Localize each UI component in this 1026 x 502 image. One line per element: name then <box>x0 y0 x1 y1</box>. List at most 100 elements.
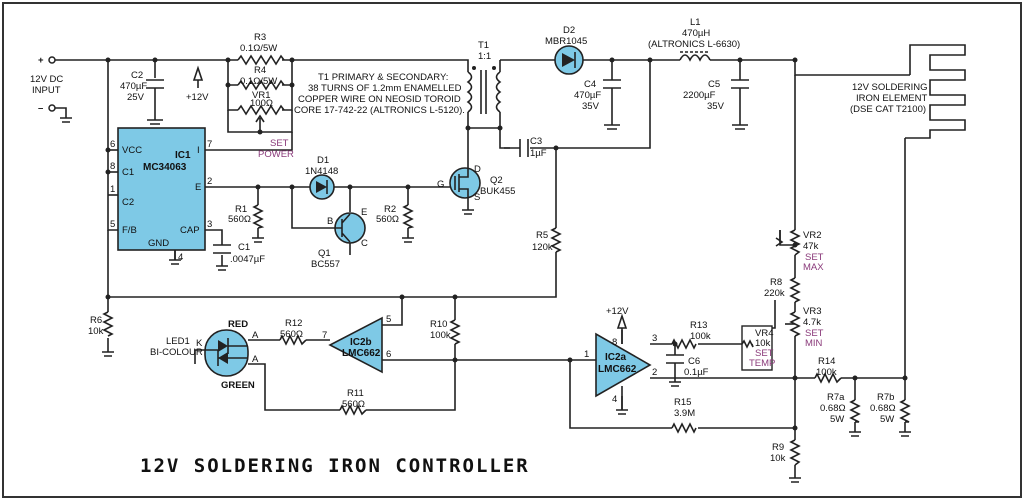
pot-vr4 <box>741 339 754 349</box>
vr3-label: VR3 <box>803 306 821 317</box>
q1-pin-e: E <box>361 207 367 218</box>
ic2a-pin-1: 1 <box>584 349 589 360</box>
capacitor-c5 <box>731 79 749 130</box>
vr1-label: VR1 <box>252 90 270 101</box>
resistor-r11 <box>339 404 367 416</box>
led1-type: BI-COLOUR <box>150 347 203 358</box>
element-label-1: 12V SOLDERING <box>852 82 928 93</box>
element-label-3: (DSE CAT T2100) <box>850 104 926 115</box>
q2-ground <box>462 209 474 215</box>
opamp-ic2a <box>595 332 652 398</box>
vr1-wiper <box>255 114 265 124</box>
q2-label: Q2 <box>490 175 503 186</box>
t1-note-2: 38 TURNS OF 1.2mm ENAMELLED <box>308 83 462 94</box>
ic1-chip <box>117 127 206 251</box>
d1-value: 1N4148 <box>305 166 338 177</box>
c5-value: 2200µF <box>683 90 716 101</box>
resistor-r2 <box>402 204 415 229</box>
ic1-num-5: 5 <box>110 219 115 230</box>
r11-value: 560Ω <box>342 399 365 410</box>
ic2a-pin-4: 4 <box>612 394 617 405</box>
ic1-num-2: 2 <box>207 176 212 187</box>
d1-symbol <box>316 181 327 193</box>
r7b-watt: 5W <box>880 414 894 425</box>
resistor-r9 <box>789 439 801 466</box>
c3-label: C3 <box>530 136 542 147</box>
q2-pin-d: D <box>474 164 481 175</box>
ic1-num-1: 1 <box>110 184 115 195</box>
ic1-pin-i: I <box>197 145 200 156</box>
led-a1: A <box>252 330 259 341</box>
resistor-r12 <box>279 334 307 346</box>
c5-label: C5 <box>708 79 720 90</box>
d2-label: D2 <box>563 25 575 36</box>
ic1-num-3: 3 <box>207 219 212 230</box>
vr2-max: MAX <box>803 262 824 273</box>
ic1-num-7: 7 <box>207 139 212 150</box>
r1-ground <box>252 237 264 243</box>
r1-label: R1 <box>235 204 247 215</box>
junction-dots <box>105 57 908 431</box>
c3-value: 1µF <box>530 148 547 159</box>
inductor-l1 <box>679 54 711 62</box>
ic1-pin-c1: C1 <box>122 167 134 178</box>
ic2a-pin-2: 2 <box>652 367 657 378</box>
t1-note-4: CORE 17-742-22 (ALTRONICS L-5120). <box>294 105 465 116</box>
r2-ground <box>402 237 414 243</box>
vr3-value: 4.7k <box>803 317 821 328</box>
r7a-value: 0.68Ω <box>820 403 846 414</box>
r6-value: 10k <box>88 326 104 337</box>
d2-value: MBR1045 <box>545 36 587 47</box>
r8-value: 220k <box>764 288 785 299</box>
r15-value: 3.9M <box>674 408 695 419</box>
c1-label: C1 <box>238 242 250 253</box>
input-label-2: INPUT <box>32 85 61 96</box>
set-power-2: POWER <box>258 149 294 160</box>
ic1-pin-gnd: GND <box>148 238 169 249</box>
r12-label: R12 <box>285 318 302 329</box>
r7b-value: 0.68Ω <box>870 403 896 414</box>
supply-arrow <box>192 65 204 88</box>
vr4-set: SET <box>755 348 774 359</box>
r7b-ground <box>899 431 911 437</box>
r6-ground <box>102 351 114 357</box>
vr2-value: 47k <box>803 241 819 252</box>
mosfet-q2 <box>449 167 481 199</box>
ic2b-pin-6: 6 <box>386 349 391 360</box>
r6-label: R6 <box>90 315 102 326</box>
q1-pin-c: C <box>361 238 368 249</box>
c4-label: C4 <box>584 79 596 90</box>
r7a-watt: 5W <box>830 414 844 425</box>
ic1-num-4: 4 <box>178 252 183 263</box>
r4-value: 0.1Ω/5W <box>240 76 277 87</box>
c1-value: .0047µF <box>230 254 265 265</box>
supply-12v-label: +12V <box>186 92 209 103</box>
l1-value: 470µH <box>682 28 710 39</box>
ic1-pin-fb: F/B <box>122 225 137 236</box>
ic2a-name: IC2a <box>605 352 627 363</box>
capacitor-c3 <box>519 139 529 157</box>
transformer-t1 <box>466 66 502 114</box>
ic1-pin-vcc: VCC <box>122 145 142 156</box>
ic2a-supply-arrow <box>616 313 628 334</box>
r9-label: R9 <box>772 442 784 453</box>
input-terminal <box>48 56 72 123</box>
pot-vr1 <box>237 104 285 116</box>
d1-label: D1 <box>317 155 329 166</box>
ic1-pin-e: E <box>195 182 201 193</box>
r3-value: 0.1Ω/5W <box>240 43 277 54</box>
r1-value: 560Ω <box>228 214 251 225</box>
led-green-label: GREEN <box>221 380 255 391</box>
t1-note-1: T1 PRIMARY & SECONDARY: <box>318 72 448 83</box>
c6-label: C6 <box>688 356 700 367</box>
resistor-r8 <box>789 277 801 303</box>
r7a-label: R7a <box>827 392 845 403</box>
resistor-r6 <box>102 311 114 337</box>
ic2a-pin-8: 8 <box>612 337 617 348</box>
led-k: K <box>196 338 203 349</box>
resistor-r15 <box>671 422 697 434</box>
vr2-label: VR2 <box>803 230 821 241</box>
ic1-part: MC34063 <box>143 162 187 173</box>
